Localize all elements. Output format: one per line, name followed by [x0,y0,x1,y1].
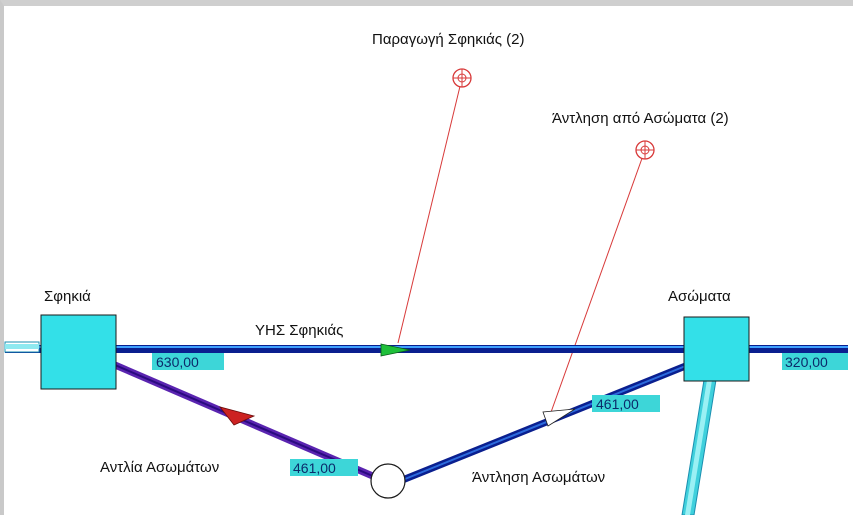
pipe-main-horizontal[interactable] [4,341,848,353]
label-asomata: Ασώματα [668,288,731,305]
flow-arrow-yhs [380,343,411,357]
flow-arrow-antlisi [542,408,576,427]
junction-node[interactable] [370,463,406,499]
demand-line-paragogi [397,77,463,344]
reservoir-sfikia[interactable] [40,314,117,390]
value-box-antlisi: 461,00 [592,395,660,412]
label-demand-antlisi: Άντληση από Ασώματα (2) [552,110,729,127]
demand-icon-paragogi[interactable] [452,68,472,88]
label-link-antlisi: Άντληση Ασωμάτων [472,469,605,486]
value-box-outflow: 320,00 [782,353,848,370]
value-box-yhs: 630,00 [152,353,224,370]
pipe-antlia[interactable] [113,361,377,481]
value-box-antlia: 461,00 [290,459,358,476]
label-link-antlia: Αντλία Ασωμάτων [100,459,219,476]
label-link-yhs: ΥΗΣ Σφηκιάς [255,322,343,339]
value-antlia: 461,00 [293,460,336,476]
label-demand-paragogi: Παραγωγή Σφηκιάς (2) [372,31,525,48]
value-antlisi: 461,00 [596,396,639,412]
value-yhs: 630,00 [156,354,199,370]
flow-arrow-antlia [218,406,256,426]
demand-line-antlisi [549,149,646,416]
reservoir-asomata[interactable] [683,316,750,382]
label-sfikia: Σφηκιά [44,288,91,305]
pipe-antlisi[interactable] [398,361,690,485]
value-outflow: 320,00 [785,354,828,370]
demand-icon-antlisi[interactable] [635,140,655,160]
pipe-outflow-down[interactable] [681,379,717,515]
